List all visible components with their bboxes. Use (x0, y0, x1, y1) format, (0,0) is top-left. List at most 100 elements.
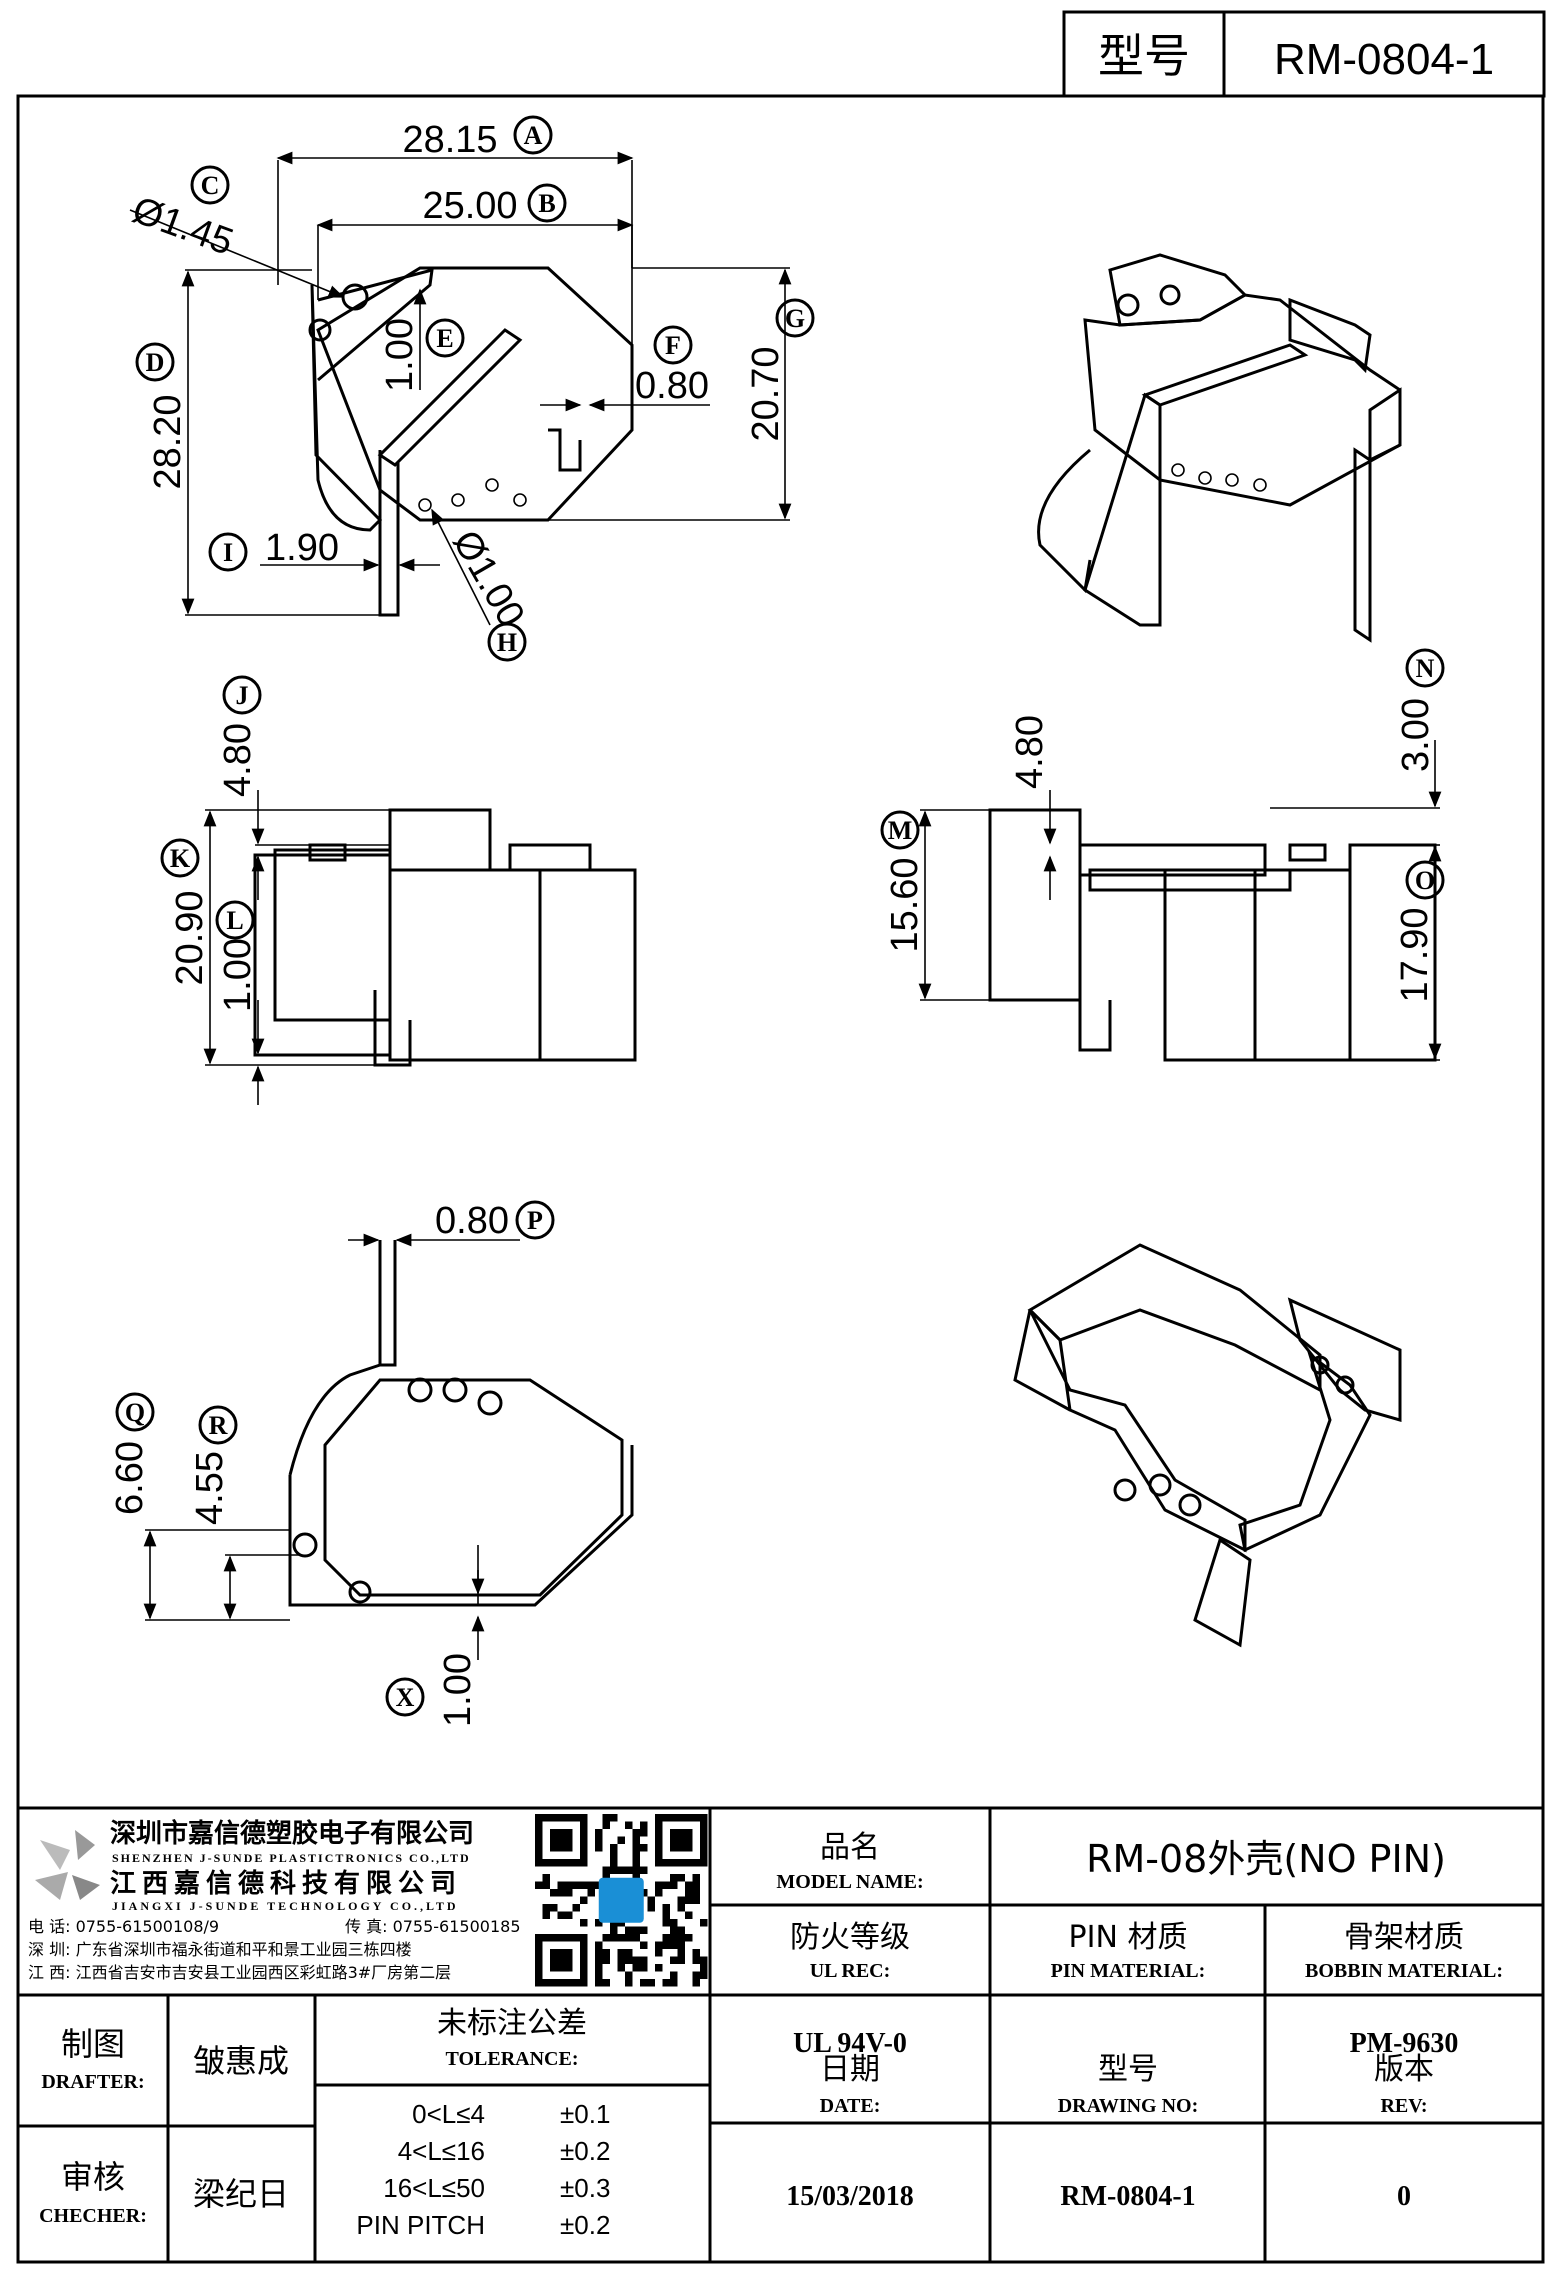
bobbin-en: BOBBIN MATERIAL: (1305, 1960, 1503, 1982)
dim-R-text: 4.55 (189, 1451, 231, 1525)
dim-O: 17.90 (1350, 844, 1442, 1061)
model-name-value: RM-08外壳(NO PIN) (1086, 1837, 1446, 1881)
rev-en: REV: (1380, 2095, 1427, 2117)
badge-a-letter: A (524, 121, 543, 150)
badge-b-letter: B (538, 189, 555, 218)
date-value: 15/03/2018 (786, 2181, 914, 2212)
dim-M2-text: 4.80 (1009, 715, 1051, 789)
dim-F-text: 0.80 (635, 365, 709, 407)
dim-J: 4.80 (217, 723, 390, 900)
badge-i: I (208, 532, 248, 572)
dim-C: Ø1.45 (127, 189, 345, 298)
tolerance-cn: 未标注公差 (437, 2006, 587, 2041)
badge-x-letter: X (396, 1683, 415, 1712)
pin-en: PIN MATERIAL: (1051, 1960, 1206, 1982)
badge-q: Q (115, 1392, 155, 1432)
dim-X: 1.00 (437, 1545, 485, 1727)
tolerance-value: ±0.1 (560, 2099, 610, 2129)
badge-b: B (527, 183, 567, 223)
dim-L-text: 1.00 (217, 938, 259, 1012)
company2-name-cn: 江西嘉信德科技有限公司 (110, 1869, 462, 1899)
drafter-en: DRAFTER: (41, 2071, 144, 2093)
bobbin-cn: 骨架材质 (1344, 1920, 1464, 1955)
tolerance-value: ±0.3 (560, 2173, 610, 2203)
title-block: 深圳市嘉信德塑胶电子有限公司 SHENZHEN J-SUNDE PLASTICT… (18, 1806, 1543, 2262)
side-view (988, 808, 1437, 1062)
dim-B: 25.00 (316, 185, 634, 300)
dim-P-text: 0.80 (435, 1200, 509, 1242)
badge-e: E (425, 318, 465, 358)
badge-k: K (160, 838, 200, 878)
dim-P: 0.80 (348, 1200, 520, 1247)
header-model-box: 型号 RM-0804-1 (1062, 10, 1546, 98)
tolerance-value: ±0.2 (560, 2136, 610, 2166)
dim-I: 1.90 (260, 527, 440, 572)
drafter-cn: 制图 (61, 2025, 125, 2063)
dim-N: 3.00 (1270, 698, 1442, 809)
iso-view-bottom (1013, 1243, 1402, 1648)
badge-n-letter: N (1416, 654, 1435, 683)
ul-en: UL REC: (810, 1960, 891, 1982)
badge-k-letter: K (170, 844, 191, 873)
badge-j-letter: J (236, 681, 249, 710)
dim-X-text: 1.00 (437, 1653, 479, 1727)
tolerance-range: 16<L≤50 (383, 2173, 485, 2203)
badge-q-letter: Q (125, 1398, 145, 1427)
badge-m-letter: M (888, 816, 913, 845)
badge-l-letter: L (226, 906, 243, 935)
dim-A-text: 28.15 (402, 119, 497, 161)
badge-d-letter: D (146, 348, 165, 377)
company-name-cn: 深圳市嘉信德塑胶电子有限公司 (110, 1818, 474, 1849)
badge-h: H (487, 622, 527, 662)
dim-A: 28.15 (276, 119, 634, 345)
badge-j: J (222, 675, 262, 715)
dim-E-text: 1.00 (379, 318, 421, 392)
company2-name-en: JIANGXI J-SUNDE TECHNOLOGY CO.,LTD (112, 1899, 459, 1913)
badge-g: G (775, 298, 815, 338)
badge-p-letter: P (527, 1206, 543, 1235)
tolerance-range: 0<L≤4 (412, 2099, 485, 2129)
checker-value: 梁纪日 (193, 2175, 289, 2213)
dim-G: 20.70 (548, 267, 792, 521)
rev-cn: 版本 (1374, 2052, 1434, 2087)
company-addr2: 江 西: 江西省吉安市吉安县工业园西区彩虹路3#厂房第二层 (28, 1963, 451, 1982)
dim-K: 20.90 (169, 809, 390, 1066)
dim-I-text: 1.90 (265, 527, 339, 569)
drafter-value: 皱惠成 (193, 2042, 289, 2080)
dim-K-text: 20.90 (169, 890, 211, 985)
iso-view-top (1037, 253, 1402, 643)
dim-B-text: 25.00 (422, 185, 517, 227)
dim-O-text: 17.90 (1394, 907, 1436, 1002)
company-phone: 电 话: 0755-61500108/9 (28, 1917, 219, 1936)
dim-H: Ø1.00 (431, 508, 532, 634)
checker-en: CHECHER: (39, 2205, 147, 2227)
drawing-no-value: RM-0804-1 (1060, 2181, 1195, 2212)
dim-Q: 6.60 (109, 1441, 290, 1621)
front-view (253, 808, 637, 1067)
model-name-en: MODEL NAME: (776, 1871, 923, 1893)
tolerance-range: 4<L≤16 (398, 2136, 485, 2166)
qr-code (535, 1814, 708, 1987)
dim-J-text: 4.80 (217, 723, 259, 797)
bottom-view (288, 1240, 634, 1607)
tolerance-en: TOLERANCE: (446, 2048, 579, 2070)
drawing-no-cn: 型号 (1098, 2052, 1158, 2087)
tolerance-value: ±0.2 (560, 2210, 610, 2240)
date-en: DATE: (820, 2095, 881, 2117)
company-fax: 传 真: 0755-61500185 (345, 1917, 521, 1936)
top-view (308, 266, 634, 617)
badge-p: P (515, 1200, 555, 1240)
badge-h-letter: H (497, 628, 517, 657)
badge-a: A (513, 115, 553, 155)
tolerance-range: PIN PITCH (356, 2210, 485, 2240)
company-logo (35, 1830, 100, 1900)
ul-cn: 防火等级 (790, 1920, 910, 1955)
dim-D-text: 28.20 (147, 394, 189, 489)
badge-l: L (215, 900, 255, 940)
badge-o-letter: O (1415, 866, 1435, 895)
dim-Q-text: 6.60 (109, 1441, 151, 1515)
badge-d: D (135, 342, 175, 382)
